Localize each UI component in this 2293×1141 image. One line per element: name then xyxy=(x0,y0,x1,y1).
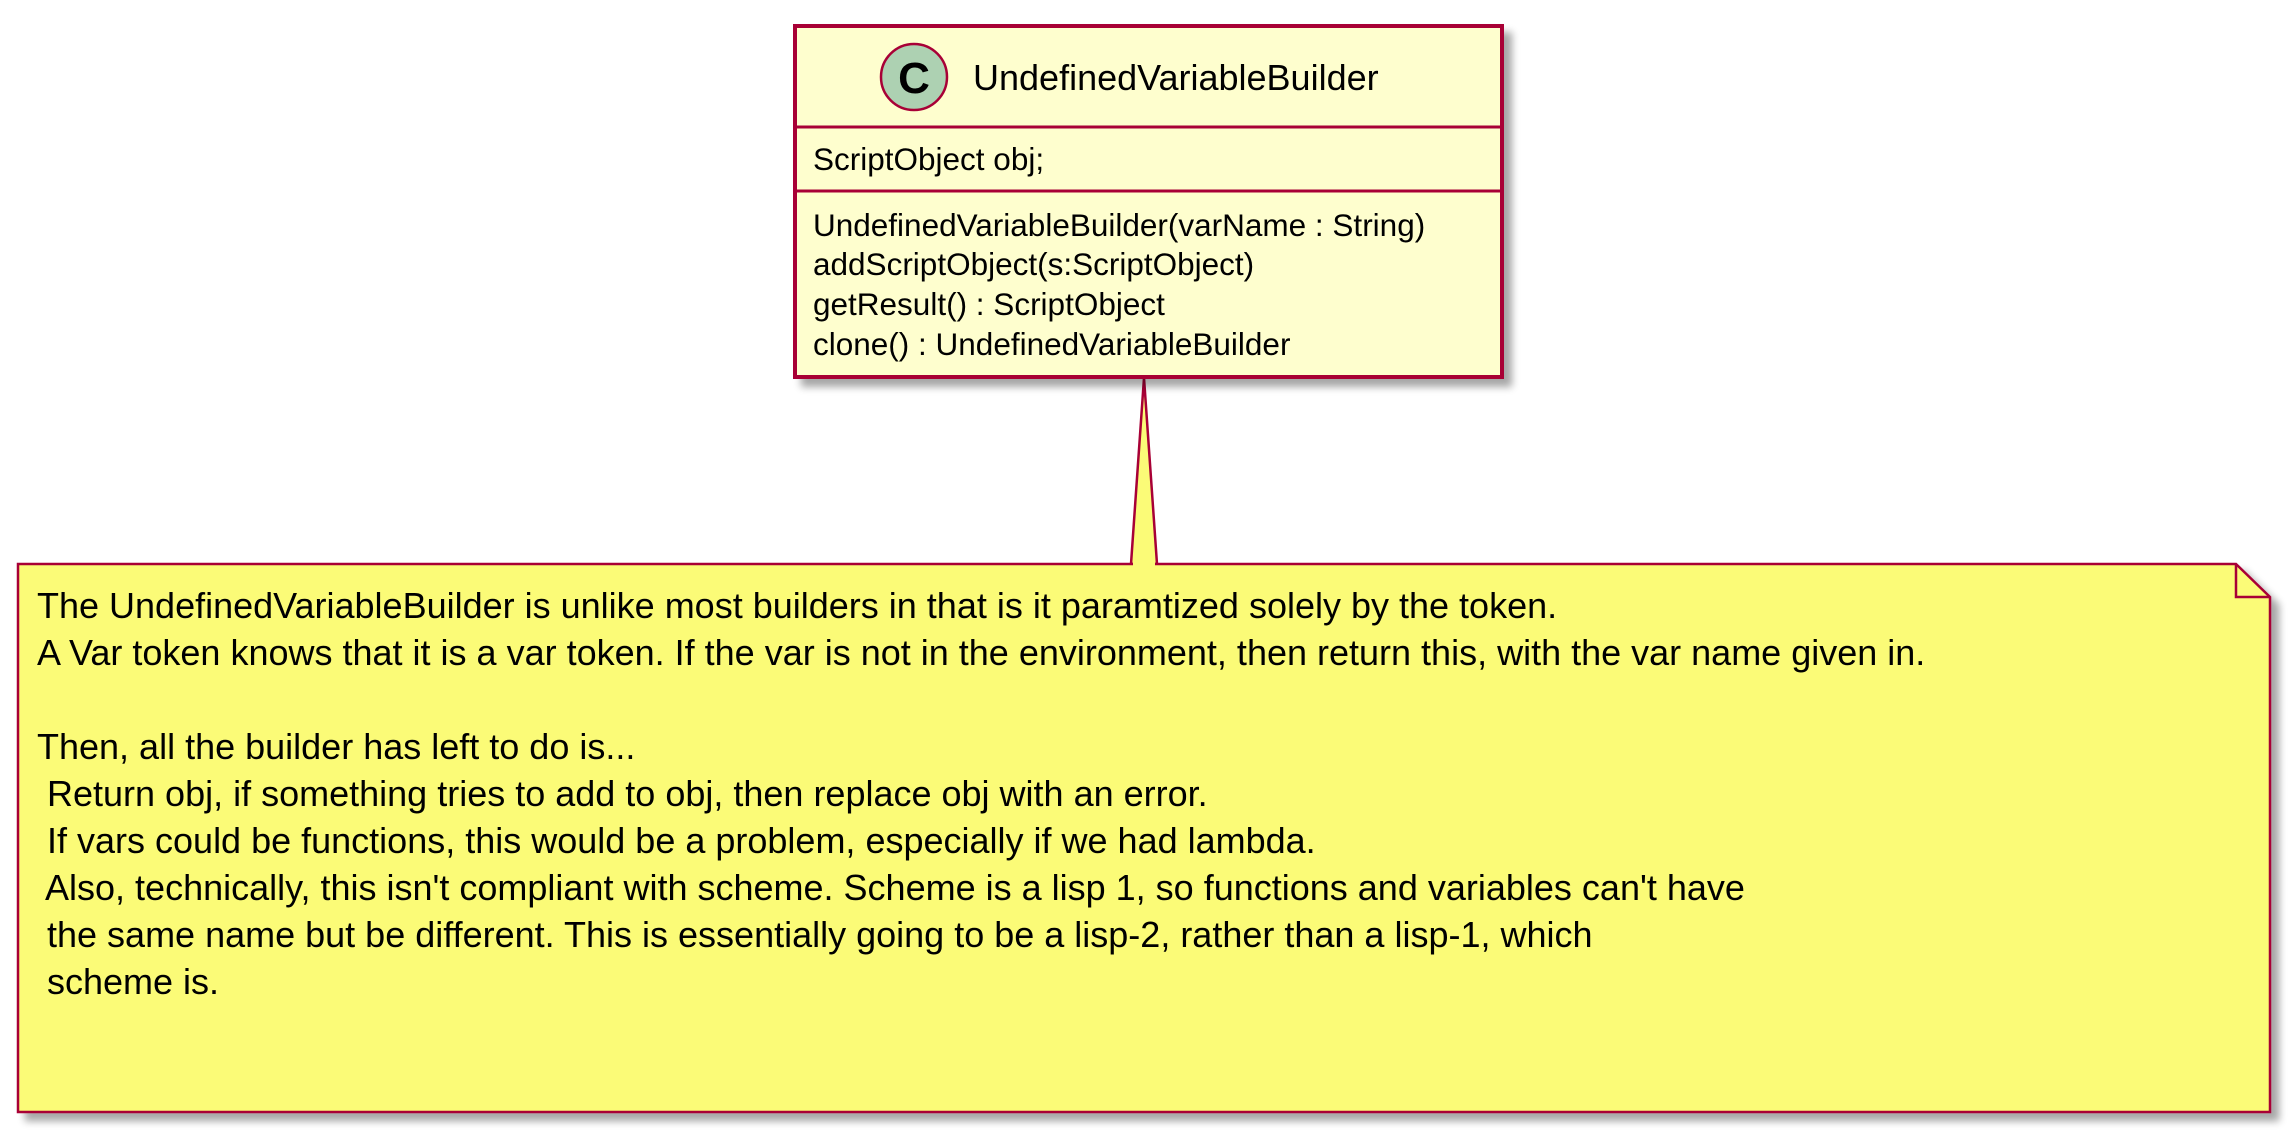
class-stereotype-letter: C xyxy=(898,54,930,103)
note-corner-fold xyxy=(2234,564,2270,599)
note-line-4: Then, all the builder has left to do is.… xyxy=(37,726,635,767)
class-stereotype-icon xyxy=(879,42,949,112)
note[interactable]: The UndefinedVariableBuilder is unlike m… xyxy=(16,562,2272,1114)
class-method-get-result: getResult() : ScriptObject xyxy=(813,286,1165,322)
note-line-8: the same name but be different. This is … xyxy=(37,914,1593,955)
class-method-clone: clone() : UndefinedVariableBuilder xyxy=(813,326,1290,362)
class-method-add-script-object: addScriptObject(s:ScriptObject) xyxy=(813,246,1254,282)
class-method-constructor: UndefinedVariableBuilder(varName : Strin… xyxy=(813,207,1425,243)
class-box[interactable]: C UndefinedVariableBuilder ScriptObject … xyxy=(793,24,1504,379)
note-line-6: If vars could be functions, this would b… xyxy=(37,820,1316,861)
note-line-7: Also, technically, this isn't compliant … xyxy=(37,867,1745,908)
class-field: ScriptObject obj; xyxy=(813,141,1044,177)
class-name: UndefinedVariableBuilder xyxy=(973,57,1379,98)
note-connector xyxy=(1129,377,1159,566)
note-line-9: scheme is. xyxy=(37,961,219,1002)
note-line-1: The UndefinedVariableBuilder is unlike m… xyxy=(37,585,1557,626)
note-line-5: Return obj, if something tries to add to… xyxy=(37,773,1208,814)
note-frame xyxy=(16,562,2272,1114)
note-line-2: A Var token knows that it is a var token… xyxy=(37,632,1925,673)
